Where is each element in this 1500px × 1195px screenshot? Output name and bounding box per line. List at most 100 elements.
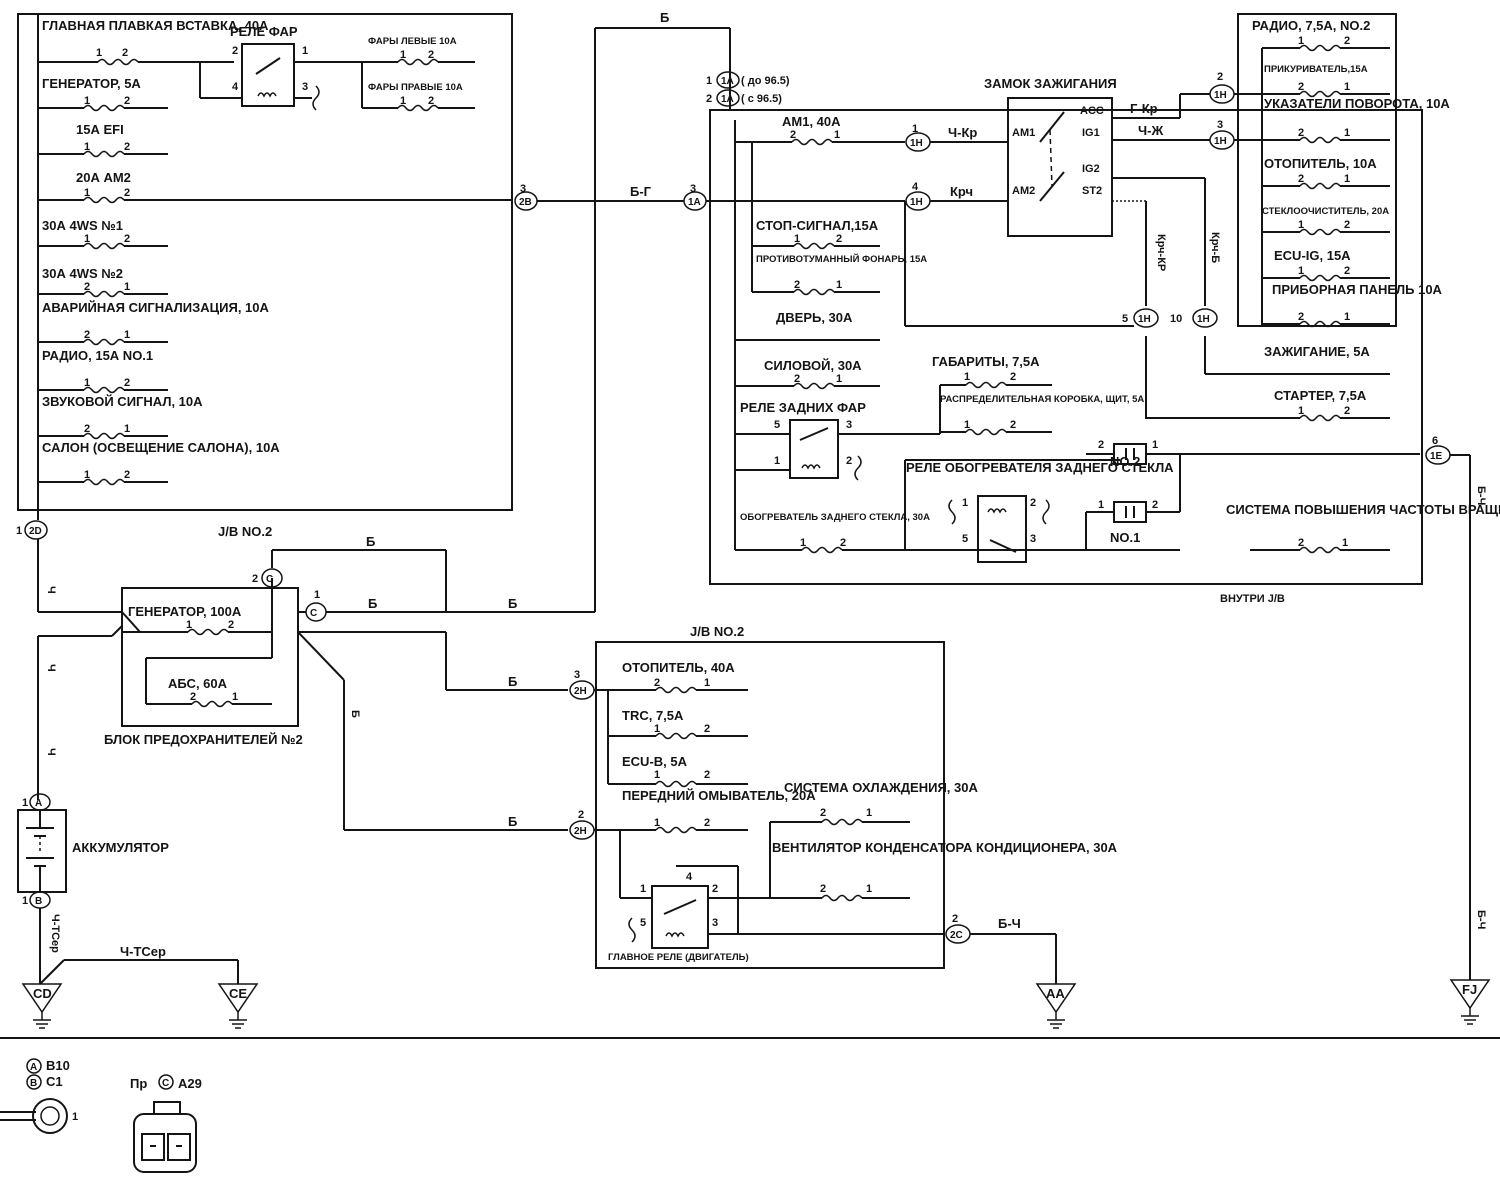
fuse-icon xyxy=(83,386,125,394)
wire-label: Крч-КР xyxy=(1155,234,1167,271)
svg-text:1: 1 xyxy=(774,455,780,467)
svg-text:1: 1 xyxy=(964,419,970,431)
svg-text:2: 2 xyxy=(840,537,846,549)
abs-fuse-label: АБС, 60А xyxy=(168,676,228,691)
svg-text:1: 1 xyxy=(302,45,308,57)
main-relay-label: ГЛАВНОЕ РЕЛЕ (ДВИГАТЕЛЬ) xyxy=(608,952,749,963)
svg-text:3: 3 xyxy=(1030,533,1036,545)
svg-text:1: 1 xyxy=(800,537,806,549)
fuse-icon xyxy=(1299,136,1341,144)
idle-up-label: СИСТЕМА ПОВЫШЕНИЯ ЧАСТОТЫ ВРАЩЕНИЯ ХХ xyxy=(1226,502,1500,517)
fuse-icon xyxy=(83,104,125,112)
connector-icon xyxy=(1192,308,1218,328)
svg-text:2: 2 xyxy=(84,423,90,435)
wire-label: Б-Ч xyxy=(998,916,1021,931)
wiper-fuse-label: СТЕКЛООЧИСТИТЕЛЬ, 20А xyxy=(1262,206,1389,217)
diode-icon xyxy=(1113,501,1147,523)
svg-text:1: 1 xyxy=(654,817,660,829)
svg-text:2: 2 xyxy=(124,95,130,107)
svg-text:B: B xyxy=(35,896,42,907)
headlights-right-label: ФАРЫ ПРАВЫЕ 10А xyxy=(368,82,463,93)
svg-text:1: 1 xyxy=(866,883,872,895)
junction-fuse-label: РАСПРЕДЕЛИТЕЛЬНАЯ КОРОБКА, ЩИТ, 5А xyxy=(940,394,1144,405)
svg-text:3: 3 xyxy=(520,183,526,195)
svg-text:1H: 1H xyxy=(1138,314,1151,325)
heater40-fuse-label: ОТОПИТЕЛЬ, 40А xyxy=(622,660,735,675)
svg-text:2: 2 xyxy=(790,129,796,141)
fuse-icon xyxy=(1299,44,1341,52)
svg-text:1: 1 xyxy=(124,281,130,293)
svg-text:NO.2: NO.2 xyxy=(1110,454,1140,469)
main-link-label: ГЛАВНАЯ ПЛАВКАЯ ВСТАВКА, 40А xyxy=(42,18,269,33)
relay-icon xyxy=(241,43,295,107)
svg-text:2: 2 xyxy=(846,455,852,467)
svg-text:2B: 2B xyxy=(519,197,532,208)
hazard-fuse-label: АВАРИЙНАЯ СИГНАЛИЗАЦИЯ, 10А xyxy=(42,300,270,315)
wire-label: Б xyxy=(508,596,517,611)
connector-icon: 3 2B xyxy=(514,183,538,211)
svg-text:2: 2 xyxy=(1298,127,1304,139)
fuse-icon xyxy=(191,700,233,708)
svg-text:ACC: ACC xyxy=(1080,105,1104,117)
svg-text:1H: 1H xyxy=(910,197,923,208)
wire-label: Ч-Кр xyxy=(948,125,977,140)
ignition-fuse-label: ЗАЖИГАНИЕ, 5А xyxy=(1264,344,1370,359)
svg-text:5: 5 xyxy=(774,419,780,431)
svg-text:C: C xyxy=(162,1078,169,1089)
plug-connector-icon xyxy=(133,1101,197,1173)
cooling-fuse-label: СИСТЕМА ОХЛАЖДЕНИЯ, 30А xyxy=(784,780,978,795)
svg-text:2D: 2D xyxy=(29,526,42,537)
radio2-fuse-label: РАДИО, 7,5А, NO.2 xyxy=(1252,18,1370,33)
fuse-icon xyxy=(83,432,125,440)
generator-100a-label: ГЕНЕРАТОР, 100А xyxy=(128,604,242,619)
wire-label: Б xyxy=(508,674,517,689)
svg-text:1: 1 xyxy=(22,797,28,809)
wire-label: Б-Г xyxy=(630,184,652,199)
4ws2-fuse-label: 30А 4WS №2 xyxy=(42,266,123,281)
fuse-icon xyxy=(1299,546,1341,554)
svg-text:1: 1 xyxy=(72,1111,78,1123)
ground-cd-label: CD xyxy=(33,986,52,1001)
svg-text:IG2: IG2 xyxy=(1082,163,1100,175)
fuse-icon xyxy=(83,338,125,346)
battery: A 1 АККУМУЛЯТОР B 1 xyxy=(17,793,169,909)
svg-text:2: 2 xyxy=(712,883,718,895)
wire-label: Крч xyxy=(950,184,973,199)
svg-text:2: 2 xyxy=(1344,219,1350,231)
legend-c-code: A29 xyxy=(178,1076,202,1091)
svg-text:1: 1 xyxy=(1344,311,1350,323)
svg-text:1: 1 xyxy=(84,469,90,481)
svg-text:1: 1 xyxy=(1298,405,1304,417)
relay-icon xyxy=(651,885,709,949)
ring-terminal-icon xyxy=(0,1098,68,1134)
svg-text:1: 1 xyxy=(186,619,192,631)
fuse-icon xyxy=(97,58,139,66)
connector-icon xyxy=(716,71,740,89)
ground-aa-label: AA xyxy=(1046,986,1065,1001)
svg-text:1: 1 xyxy=(1344,127,1350,139)
junction-block: Б ВНУТРИ J/B 1 1A ( до 96.5) 2 1A ( с 96… xyxy=(595,10,1500,605)
wire-label: Б-Ч xyxy=(1475,910,1487,929)
defogger-relay-label: РЕЛЕ ОБОГРЕВАТЕЛЯ ЗАДНЕГО СТЕКЛА xyxy=(906,460,1174,475)
svg-text:2: 2 xyxy=(952,913,958,925)
cabin-fuse-label: САЛОН (ОСВЕЩЕНИЕ САЛОНА), 10А xyxy=(42,440,280,455)
svg-text:A: A xyxy=(30,1062,37,1073)
fuse-icon xyxy=(83,196,125,204)
svg-text:1: 1 xyxy=(1152,439,1158,451)
svg-text:1: 1 xyxy=(794,233,800,245)
svg-text:C: C xyxy=(266,574,273,585)
fuse-icon xyxy=(83,478,125,486)
svg-text:1: 1 xyxy=(836,373,842,385)
ignition-switch-title: ЗАМОК ЗАЖИГАНИЯ xyxy=(984,76,1117,91)
svg-text:2: 2 xyxy=(1010,419,1016,431)
rear-lights-relay-label: РЕЛЕ ЗАДНИХ ФАР xyxy=(740,400,866,415)
svg-text:2: 2 xyxy=(794,279,800,291)
fuse-icon xyxy=(655,732,697,740)
wire-label: Ч xyxy=(45,586,57,594)
svg-text:1: 1 xyxy=(834,129,840,141)
svg-text:2: 2 xyxy=(578,809,584,821)
fuse-icon xyxy=(1299,414,1341,422)
efi-fuse-label: 15А EFI xyxy=(76,122,124,137)
svg-text:1: 1 xyxy=(640,883,646,895)
